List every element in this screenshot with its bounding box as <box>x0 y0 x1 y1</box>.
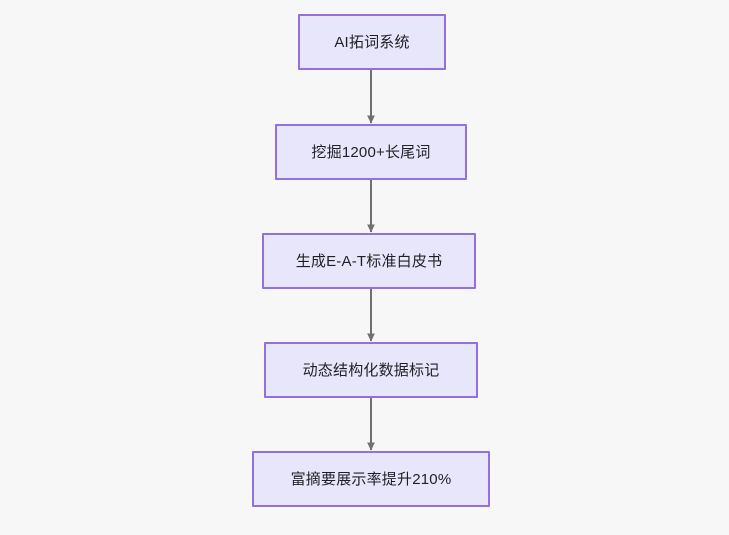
flowchart-node-label: 富摘要展示率提升210% <box>290 470 452 488</box>
flowchart-node-label: 生成E-A-T标准白皮书 <box>295 252 443 270</box>
flowchart-node-label: 动态结构化数据标记 <box>302 361 440 379</box>
flowchart-node-label: AI拓词系统 <box>334 33 410 51</box>
flowchart-node-n4[interactable]: 动态结构化数据标记 <box>264 342 478 398</box>
flowchart-node-n1[interactable]: AI拓词系统 <box>298 14 446 70</box>
flowchart-node-n2[interactable]: 挖掘1200+长尾词 <box>275 124 467 180</box>
flowchart-node-n3[interactable]: 生成E-A-T标准白皮书 <box>262 233 476 289</box>
flowchart-node-n5[interactable]: 富摘要展示率提升210% <box>252 451 490 507</box>
flowchart-node-label: 挖掘1200+长尾词 <box>311 143 431 161</box>
